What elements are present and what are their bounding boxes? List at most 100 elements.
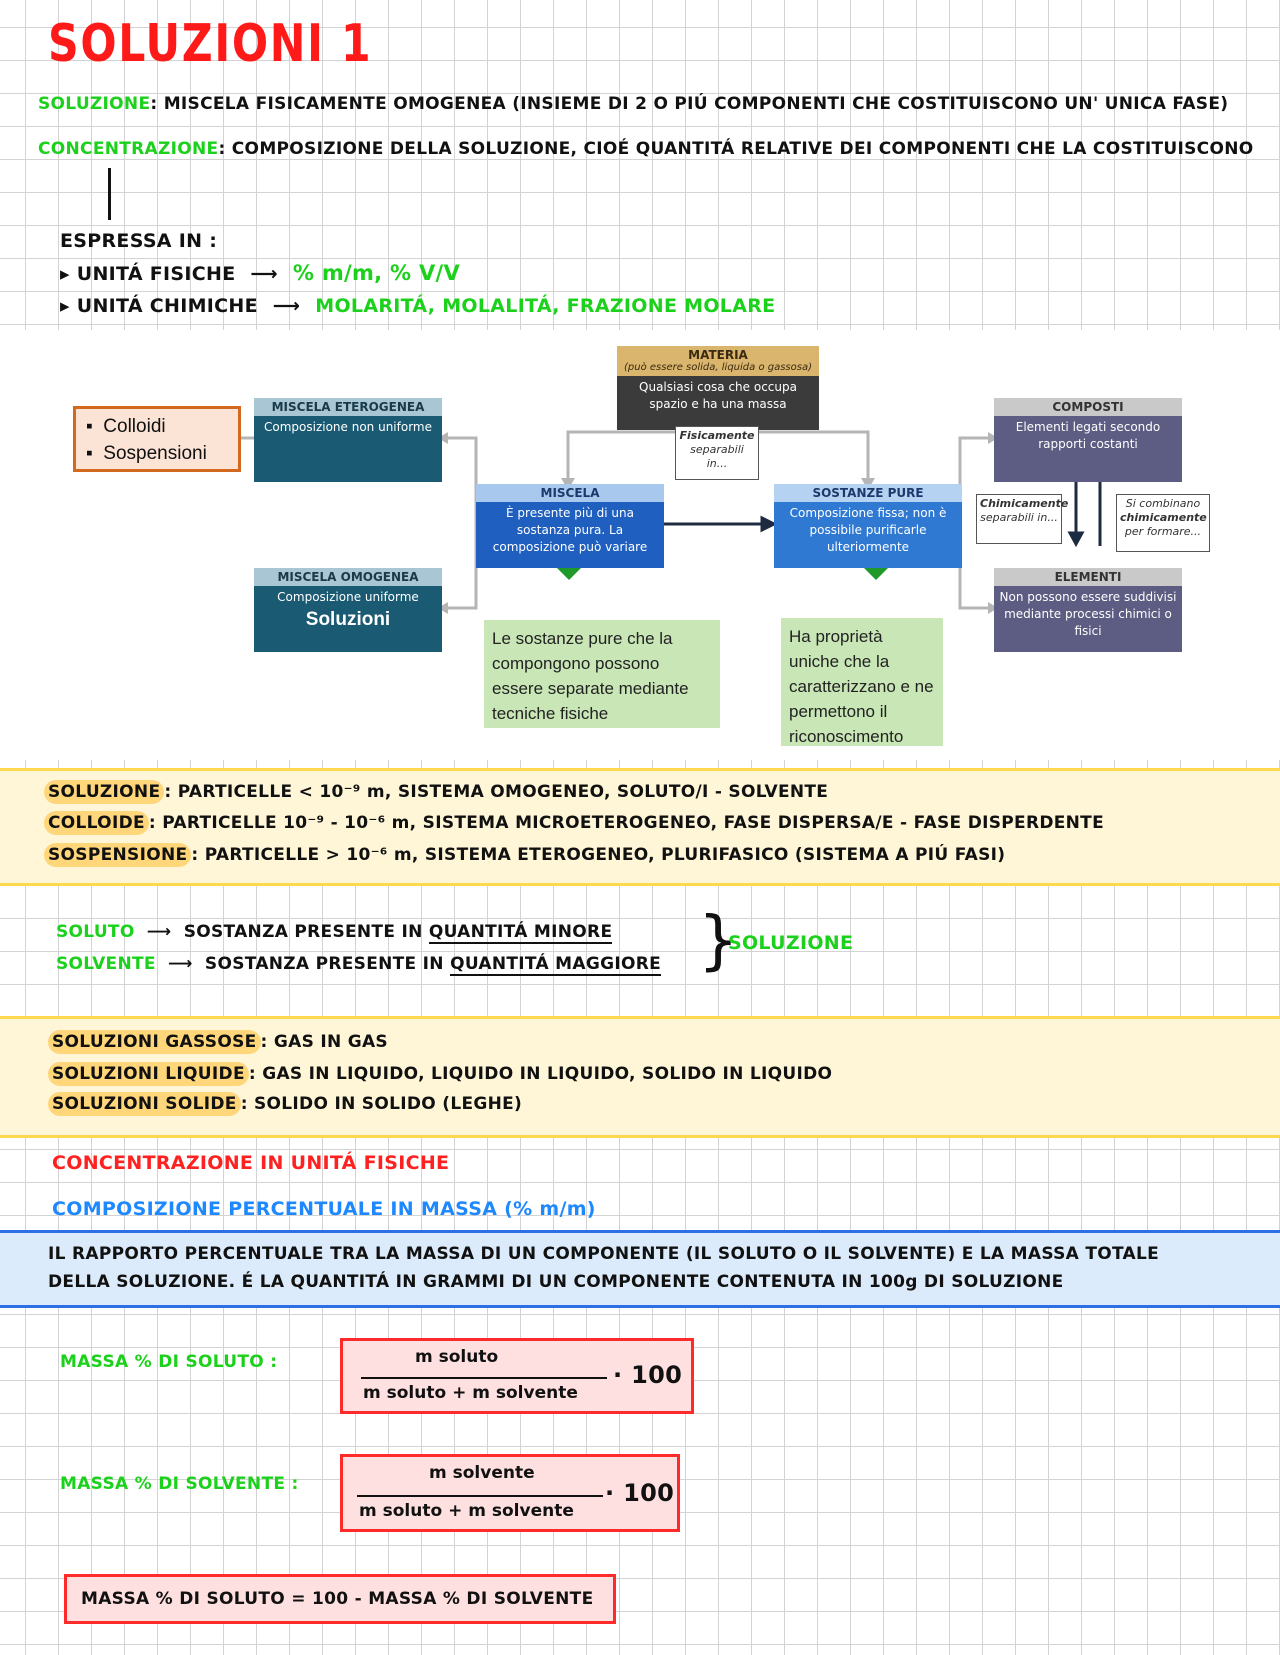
note-combinano-line3: per formare...	[1124, 525, 1202, 538]
particle-term: SOLUZIONE	[44, 780, 165, 804]
particle-text: : PARTICELLE 10⁻⁹ - 10⁻⁶ m, SISTEMA MICR…	[148, 813, 1104, 833]
arrow-icon: ⟶	[272, 295, 301, 317]
definition-line-1: IL RAPPORTO PERCENTUALE TRA LA MASSA DI …	[48, 1244, 1160, 1264]
type-term: SOLUZIONI GASSOSE	[48, 1030, 261, 1054]
arrow-icon: ⟶	[250, 263, 278, 285]
fraction-bar	[361, 1377, 607, 1379]
particle-row-soluzione: SOLUZIONE: PARTICELLE < 10⁻⁹ m, SISTEMA …	[44, 780, 829, 804]
type-term: SOLUZIONI LIQUIDE	[48, 1062, 249, 1086]
note-si-combinano: Si combinano chimicamente per formare...	[1116, 494, 1210, 552]
soluzione-definition: SOLUZIONE: MISCELA FISICAMENTE OMOGENEA …	[38, 94, 1228, 114]
solvente-row: SOLVENTE ⟶ SOSTANZA PRESENTE IN QUANTITÁ…	[56, 954, 662, 976]
type-text: : GAS IN GAS	[260, 1032, 388, 1052]
sospensioni-item: ▪ Sospensioni	[86, 443, 207, 464]
composti-title: COMPOSTI	[994, 398, 1182, 416]
unita-fisiche-label: ▸ UNITÁ FISICHE	[60, 263, 236, 285]
materia-body: Qualsiasi cosa che occupa spazio e ha un…	[617, 376, 819, 430]
miscela-eterogenea-box: MISCELA ETEROGENEA Composizione non unif…	[254, 398, 442, 482]
miscela-body: È presente più di una sostanza pura. La …	[492, 506, 648, 554]
concentrazione-term: CONCENTRAZIONE	[38, 139, 219, 159]
soluto-text: SOSTANZA PRESENTE IN	[183, 922, 429, 942]
formula1-numerator: m soluto	[415, 1347, 499, 1367]
unita-chimiche-label: ▸ UNITÁ CHIMICHE	[60, 295, 258, 317]
soluto-term: SOLUTO	[56, 922, 135, 942]
miscela-title: MISCELA	[476, 484, 664, 502]
soluzione-term: SOLUZIONE	[38, 94, 151, 114]
particle-term: COLLOIDE	[44, 811, 149, 835]
soluto-row: SOLUTO ⟶ SOSTANZA PRESENTE IN QUANTITÁ M…	[56, 922, 613, 944]
arrow-icon: ⟶	[146, 922, 172, 942]
brace-icon: }	[698, 904, 739, 978]
unita-chimiche-value: MOLARITÁ, MOLALITÁ, FRAZIONE MOLARE	[315, 295, 776, 317]
formula2-numerator: m solvente	[429, 1463, 535, 1483]
type-term: SOLUZIONI SOLIDE	[48, 1092, 241, 1116]
elementi-box: ELEMENTI Non possono essere suddivisi me…	[994, 568, 1182, 652]
soluto-underlined: QUANTITÁ MINORE	[428, 922, 613, 944]
particle-text: : PARTICELLE < 10⁻⁹ m, SISTEMA OMOGENEO,…	[164, 782, 829, 802]
soluzione-text: : MISCELA FISICAMENTE OMOGENEA (INSIEME …	[150, 94, 1229, 114]
colloidi-item: ▪ Colloidi	[86, 416, 166, 437]
sostanze-pure-box: SOSTANZE PURE Composizione fissa; non è …	[774, 484, 962, 568]
colloidi-label: Colloidi	[103, 416, 166, 437]
particle-size-band	[0, 768, 1280, 886]
particle-term: SOSPENSIONE	[44, 843, 192, 867]
solvente-text: SOSTANZA PRESENTE IN	[204, 954, 451, 974]
matter-classification-diagram: MATERIA (può essere solida, liquida o ga…	[0, 330, 1280, 760]
brace-label: SOLUZIONE	[728, 932, 854, 954]
sostanze-pure-title: SOSTANZE PURE	[774, 484, 962, 502]
vertical-connector-line	[108, 168, 111, 220]
composti-box: COMPOSTI Elementi legati secondo rapport…	[994, 398, 1182, 482]
note-chimicamente-line1: Chimicamente	[980, 497, 1069, 510]
formula1-multiplier: · 100	[613, 1361, 683, 1389]
note-chimicamente-line2: separabili in...	[980, 511, 1058, 524]
note-combinano-line1: Si combinano	[1125, 497, 1201, 510]
soluzioni-label: Soluzioni	[305, 609, 391, 630]
miscela-omogenea-box: MISCELA OMOGENEA Composizione uniforme S…	[254, 568, 442, 652]
unita-fisiche-row: ▸ UNITÁ FISICHE ⟶ % m/m, % V/V	[60, 261, 460, 285]
particle-row-sospensione: SOSPENSIONE: PARTICELLE > 10⁻⁶ m, SISTEM…	[44, 843, 1006, 867]
page-title: SOLUZIONI 1	[48, 14, 373, 74]
note-chimicamente: Chimicamente separabili in...	[976, 494, 1069, 544]
unita-chimiche-row: ▸ UNITÁ CHIMICHE ⟶ MOLARITÁ, MOLALITÁ, F…	[60, 295, 775, 317]
composti-body: Elementi legati secondo rapporti costant…	[1015, 420, 1161, 451]
type-text: : GAS IN LIQUIDO, LIQUIDO IN LIQUIDO, SO…	[248, 1064, 833, 1084]
materia-title: MATERIA	[688, 348, 748, 362]
concentrazione-fisiche-heading: CONCENTRAZIONE IN UNITÁ FISICHE	[52, 1152, 450, 1174]
miscela-green-note: Le sostanze pure che la compongono posso…	[484, 620, 720, 728]
type-row-gassose: SOLUZIONI GASSOSE: GAS IN GAS	[48, 1030, 388, 1054]
elementi-body: Non possono essere suddivisi mediante pr…	[999, 590, 1177, 638]
definition-line-2: DELLA SOLUZIONE. É LA QUANTITÁ IN GRAMMI…	[48, 1272, 1064, 1292]
sospensioni-label: Sospensioni	[103, 443, 207, 464]
type-text: : SOLIDO IN SOLIDO (LEGHE)	[240, 1094, 523, 1114]
formula1-box: m soluto m soluto + m solvente · 100	[340, 1338, 694, 1414]
composizione-percentuale-heading: COMPOSIZIONE PERCENTUALE IN MASSA (% m/m…	[52, 1198, 596, 1220]
materia-header: MATERIA (può essere solida, liquida o ga…	[617, 346, 819, 376]
arrow-icon: ⟶	[168, 954, 193, 974]
concentrazione-definition: CONCENTRAZIONE: COMPOSIZIONE DELLA SOLUZ…	[38, 139, 1253, 159]
unita-fisiche-value: % m/m, % V/V	[292, 261, 461, 285]
formula3-box: MASSA % DI SOLUTO = 100 - MASSA % DI SOL…	[64, 1574, 616, 1624]
formula1-label: MASSA % DI SOLUTO :	[60, 1352, 278, 1372]
solvente-underlined: QUANTITÁ MAGGIORE	[450, 954, 662, 976]
miscela-box: MISCELA È presente più di una sostanza p…	[476, 484, 664, 568]
solvente-term: SOLVENTE	[56, 954, 156, 974]
miscela-eterogenea-title: MISCELA ETEROGENEA	[254, 398, 442, 416]
formula2-label: MASSA % DI SOLVENTE :	[60, 1474, 299, 1494]
type-row-solide: SOLUZIONI SOLIDE: SOLIDO IN SOLIDO (LEGH…	[48, 1092, 523, 1116]
miscela-eterogenea-body: Composizione non uniforme	[263, 420, 432, 434]
formula2-multiplier: · 100	[605, 1479, 675, 1507]
definition-band	[0, 1230, 1280, 1308]
concentrazione-text: : COMPOSIZIONE DELLA SOLUZIONE, CIOÉ QUA…	[218, 139, 1254, 159]
formula3-text: MASSA % DI SOLUTO = 100 - MASSA % DI SOL…	[81, 1589, 594, 1609]
formula2-denominator: m soluto + m solvente	[359, 1501, 574, 1521]
miscela-omogenea-body: Composizione uniforme	[277, 590, 419, 604]
note-fisicamente: Fisicamente separabili in...	[675, 426, 759, 480]
note-fisicamente-line1: Fisicamente	[679, 429, 755, 442]
miscela-omogenea-title: MISCELA OMOGENEA	[254, 568, 442, 586]
espressa-label: ESPRESSA IN :	[60, 230, 218, 252]
formula1-denominator: m soluto + m solvente	[363, 1383, 578, 1403]
type-row-liquide: SOLUZIONI LIQUIDE: GAS IN LIQUIDO, LIQUI…	[48, 1062, 833, 1086]
particle-text: : PARTICELLE > 10⁻⁶ m, SISTEMA ETEROGENE…	[191, 845, 1006, 865]
colloidi-sospensioni-box: ▪ Colloidi ▪ Sospensioni	[73, 406, 241, 472]
formula2-box: m solvente m soluto + m solvente · 100	[340, 1454, 680, 1532]
